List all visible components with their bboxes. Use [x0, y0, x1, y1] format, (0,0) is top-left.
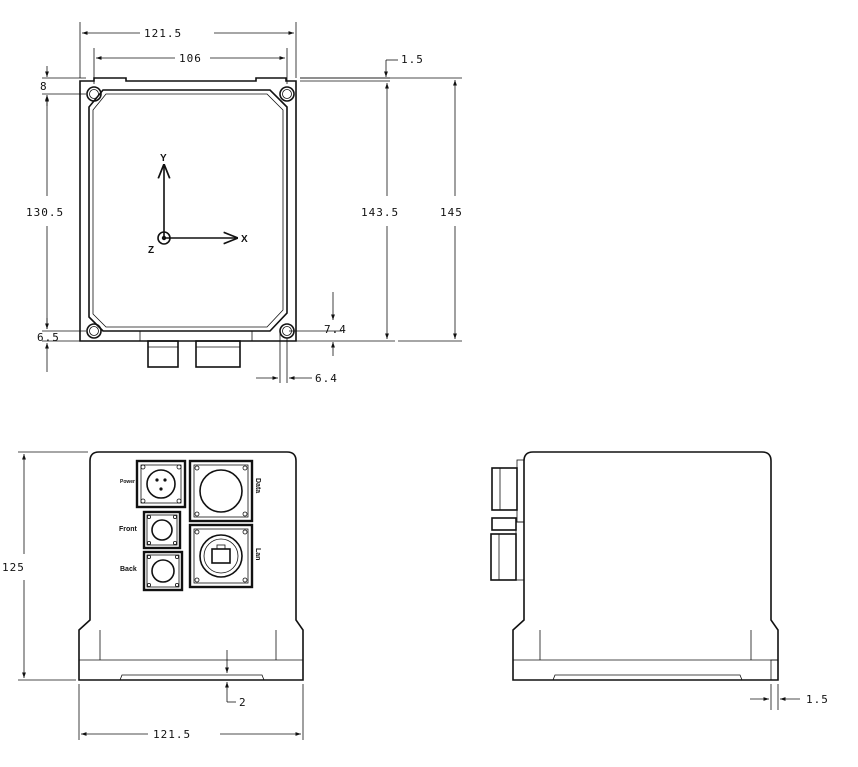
- dim-top-hole-edge: 8: [40, 80, 48, 93]
- dim-front-height: 125: [2, 561, 25, 574]
- dim-right-hole-horizontal: 6.4: [315, 372, 338, 385]
- side-view-outline: [512, 451, 779, 681]
- mounting-hole-bottom-left: [86, 323, 102, 339]
- y-axis-label: Y: [160, 153, 167, 164]
- front-view-outline: [78, 451, 304, 681]
- side-view-connectors: [490, 459, 525, 581]
- power-label: Power: [120, 479, 135, 485]
- dim-bottom-hole-edge: 6.5: [37, 331, 60, 344]
- dim-inner-height: 143.5: [361, 206, 399, 219]
- dim-front-width: 121.5: [153, 728, 191, 741]
- top-view: Y X Z 121.5 106 1.5 8 130.5: [26, 22, 463, 385]
- dim-hole-spacing: 106: [179, 52, 202, 65]
- coordinate-axes: Y X Z: [148, 153, 248, 256]
- lan-label: Lan: [254, 548, 261, 560]
- front-label: Front: [119, 526, 138, 533]
- lan-connector: [188, 523, 254, 589]
- front-connector: [142, 510, 182, 550]
- dim-right-hole-vertical: 7.4: [324, 323, 347, 336]
- top-view-connector-large: [195, 340, 241, 368]
- dim-outer-height: 145: [440, 206, 463, 219]
- data-label: Data: [254, 478, 261, 493]
- top-view-connector-small: [147, 340, 179, 368]
- z-axis-label: Z: [148, 245, 154, 256]
- power-connector: [135, 459, 187, 509]
- dim-top-offset: 1.5: [401, 53, 424, 66]
- dim-top-width: 121.5: [144, 27, 182, 40]
- back-label: Back: [120, 566, 137, 573]
- back-connector: [142, 550, 184, 592]
- mounting-hole-top-left: [86, 86, 102, 102]
- data-connector: [188, 459, 254, 523]
- dim-side-step: 1.5: [806, 693, 829, 706]
- mounting-hole-top-right: [279, 86, 295, 102]
- front-view: Power Data Front Back: [2, 451, 304, 741]
- x-axis-label: X: [241, 234, 248, 245]
- top-view-outline: [79, 77, 297, 342]
- side-view: 1.5: [490, 451, 829, 710]
- dim-left-height: 130.5: [26, 206, 64, 219]
- dim-front-step: 2: [239, 696, 247, 709]
- top-view-lid: [88, 89, 288, 332]
